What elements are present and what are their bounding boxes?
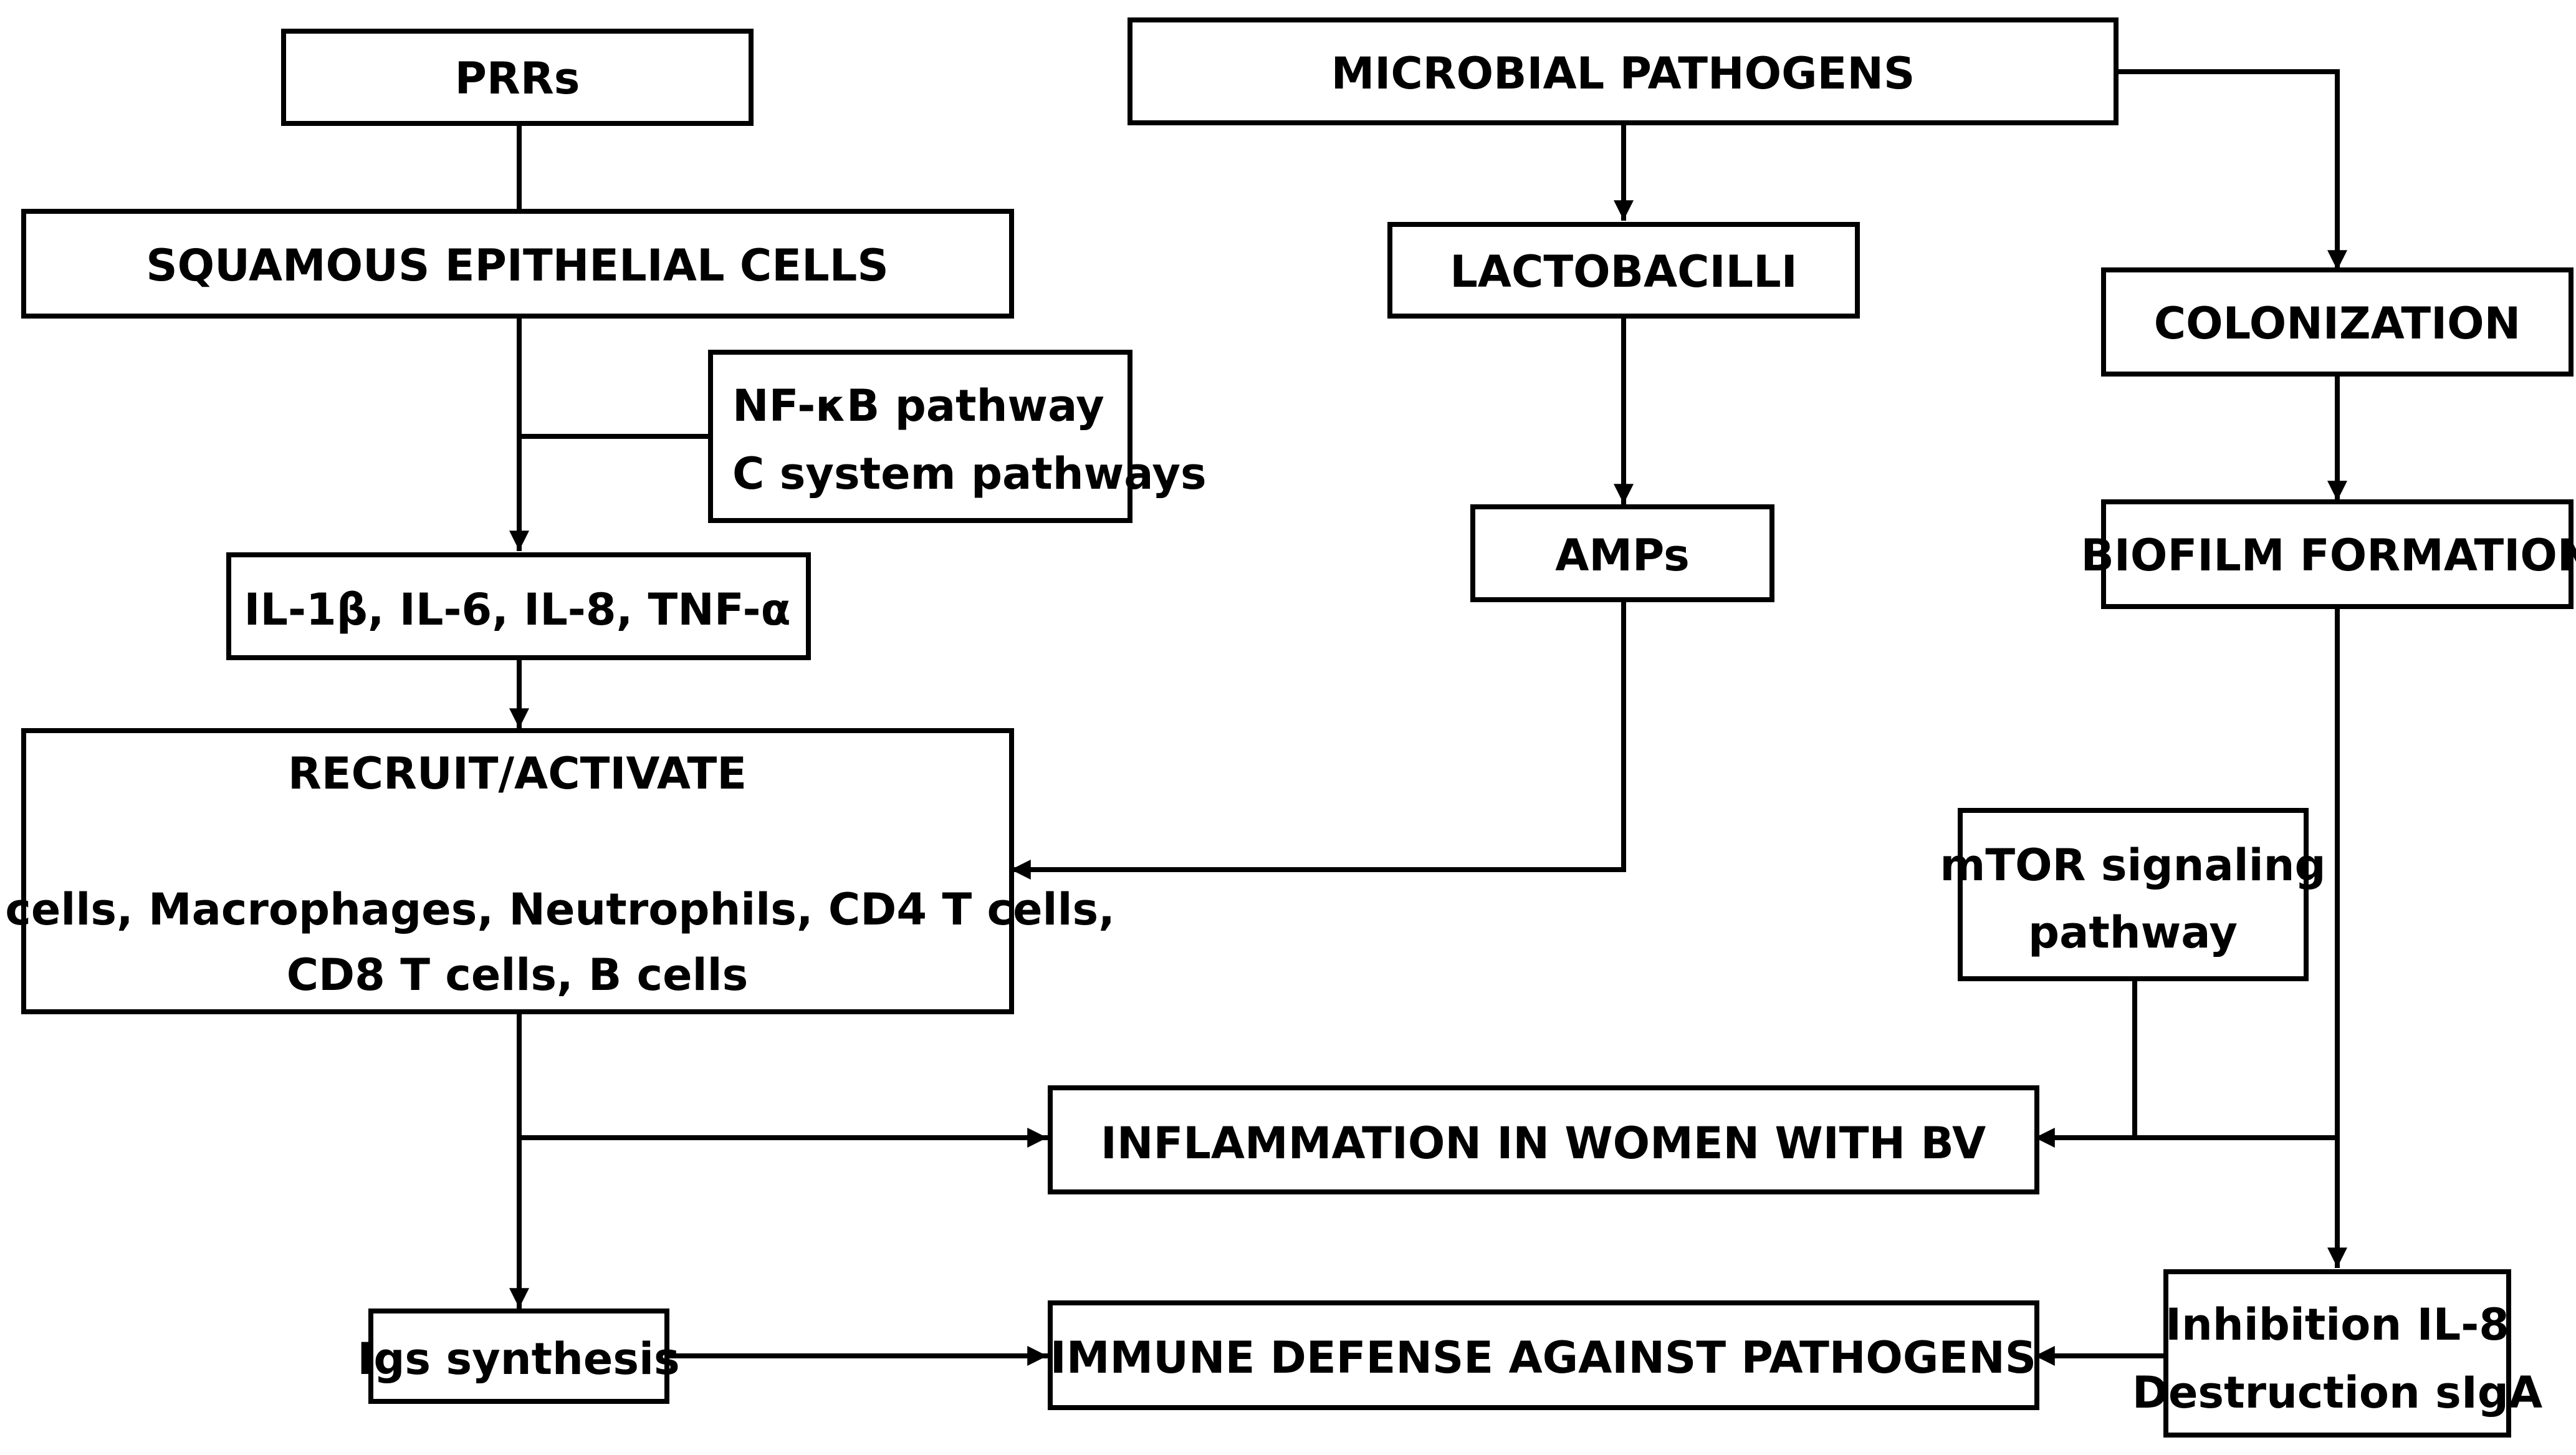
c-system-pathways-label: C system pathways <box>732 448 1207 499</box>
node-mtor: mTOR signaling pathway <box>1940 808 2326 981</box>
node-immune-defense: IMMUNE DEFENSE AGAINST PATHOGENS <box>1048 1300 2039 1410</box>
igs-synthesis-label: Igs synthesis <box>357 1333 679 1385</box>
recruit-activate-line-2: CD8 T cells, B cells <box>287 949 749 1001</box>
node-amps: AMPs <box>1470 504 1774 602</box>
squamous-epithelial-cells-label: SQUAMOUS EPITHELIAL CELLS <box>146 240 889 291</box>
node-recruit-activate: RECRUIT/ACTIVATE NK cells, Macrophages, … <box>0 728 1115 1014</box>
recruit-activate-title: RECRUIT/ACTIVATE <box>288 748 747 799</box>
prrs-label: PRRs <box>455 53 580 104</box>
biofilm-formation-label: BIOFILM FORMATION <box>2081 530 2576 581</box>
node-cytokines: IL-1β, IL-6, IL-8, TNF-α <box>226 552 811 660</box>
mtor-label-line-2: pathway <box>2028 907 2238 958</box>
edge-amps-to-recruit <box>1010 597 1626 880</box>
node-inflammation: INFLAMMATION IN WOMEN WITH BV <box>1048 1085 2039 1194</box>
edges <box>509 69 2347 1366</box>
node-biofilm-formation: BIOFILM FORMATION <box>2081 499 2576 609</box>
cytokines-label: IL-1β, IL-6, IL-8, TNF-α <box>244 584 790 635</box>
node-inhibition: Inhibition IL-8 Destruction sIgA <box>2132 1269 2542 1438</box>
node-prrs: PRRs <box>281 29 754 126</box>
node-microbial-pathogens: MICROBIAL PATHOGENS <box>1128 17 2119 125</box>
destruction-siga-label: Destruction sIgA <box>2132 1367 2542 1418</box>
mtor-label-line-1: mTOR signaling <box>1940 840 2325 891</box>
inhibition-il8-label: Inhibition IL-8 <box>2165 1299 2509 1350</box>
immune-defense-label: IMMUNE DEFENSE AGAINST PATHOGENS <box>1050 1332 2036 1383</box>
lactobacilli-label: LACTOBACILLI <box>1450 246 1798 297</box>
amps-label: AMPs <box>1555 530 1690 581</box>
node-colonization: COLONIZATION <box>2101 267 2574 377</box>
node-igs-synthesis: Igs synthesis <box>357 1309 680 1404</box>
recruit-activate-line-1: NK cells, Macrophages, Neutrophils, CD4 … <box>0 884 1115 935</box>
nf-kb-pathway-label: NF-κB pathway <box>732 380 1104 431</box>
microbial-pathogens-label: MICROBIAL PATHOGENS <box>1331 48 1915 99</box>
node-pathways: NF-κB pathway C system pathways <box>708 350 1207 523</box>
inflammation-label: INFLAMMATION IN WOMEN WITH BV <box>1101 1118 1986 1169</box>
edge-microbial-to-colonization <box>2114 69 2347 271</box>
node-lactobacilli: LACTOBACILLI <box>1387 222 1860 319</box>
colonization-label: COLONIZATION <box>2154 298 2521 349</box>
node-squamous-epithelial-cells: SQUAMOUS EPITHELIAL CELLS <box>21 209 1014 319</box>
